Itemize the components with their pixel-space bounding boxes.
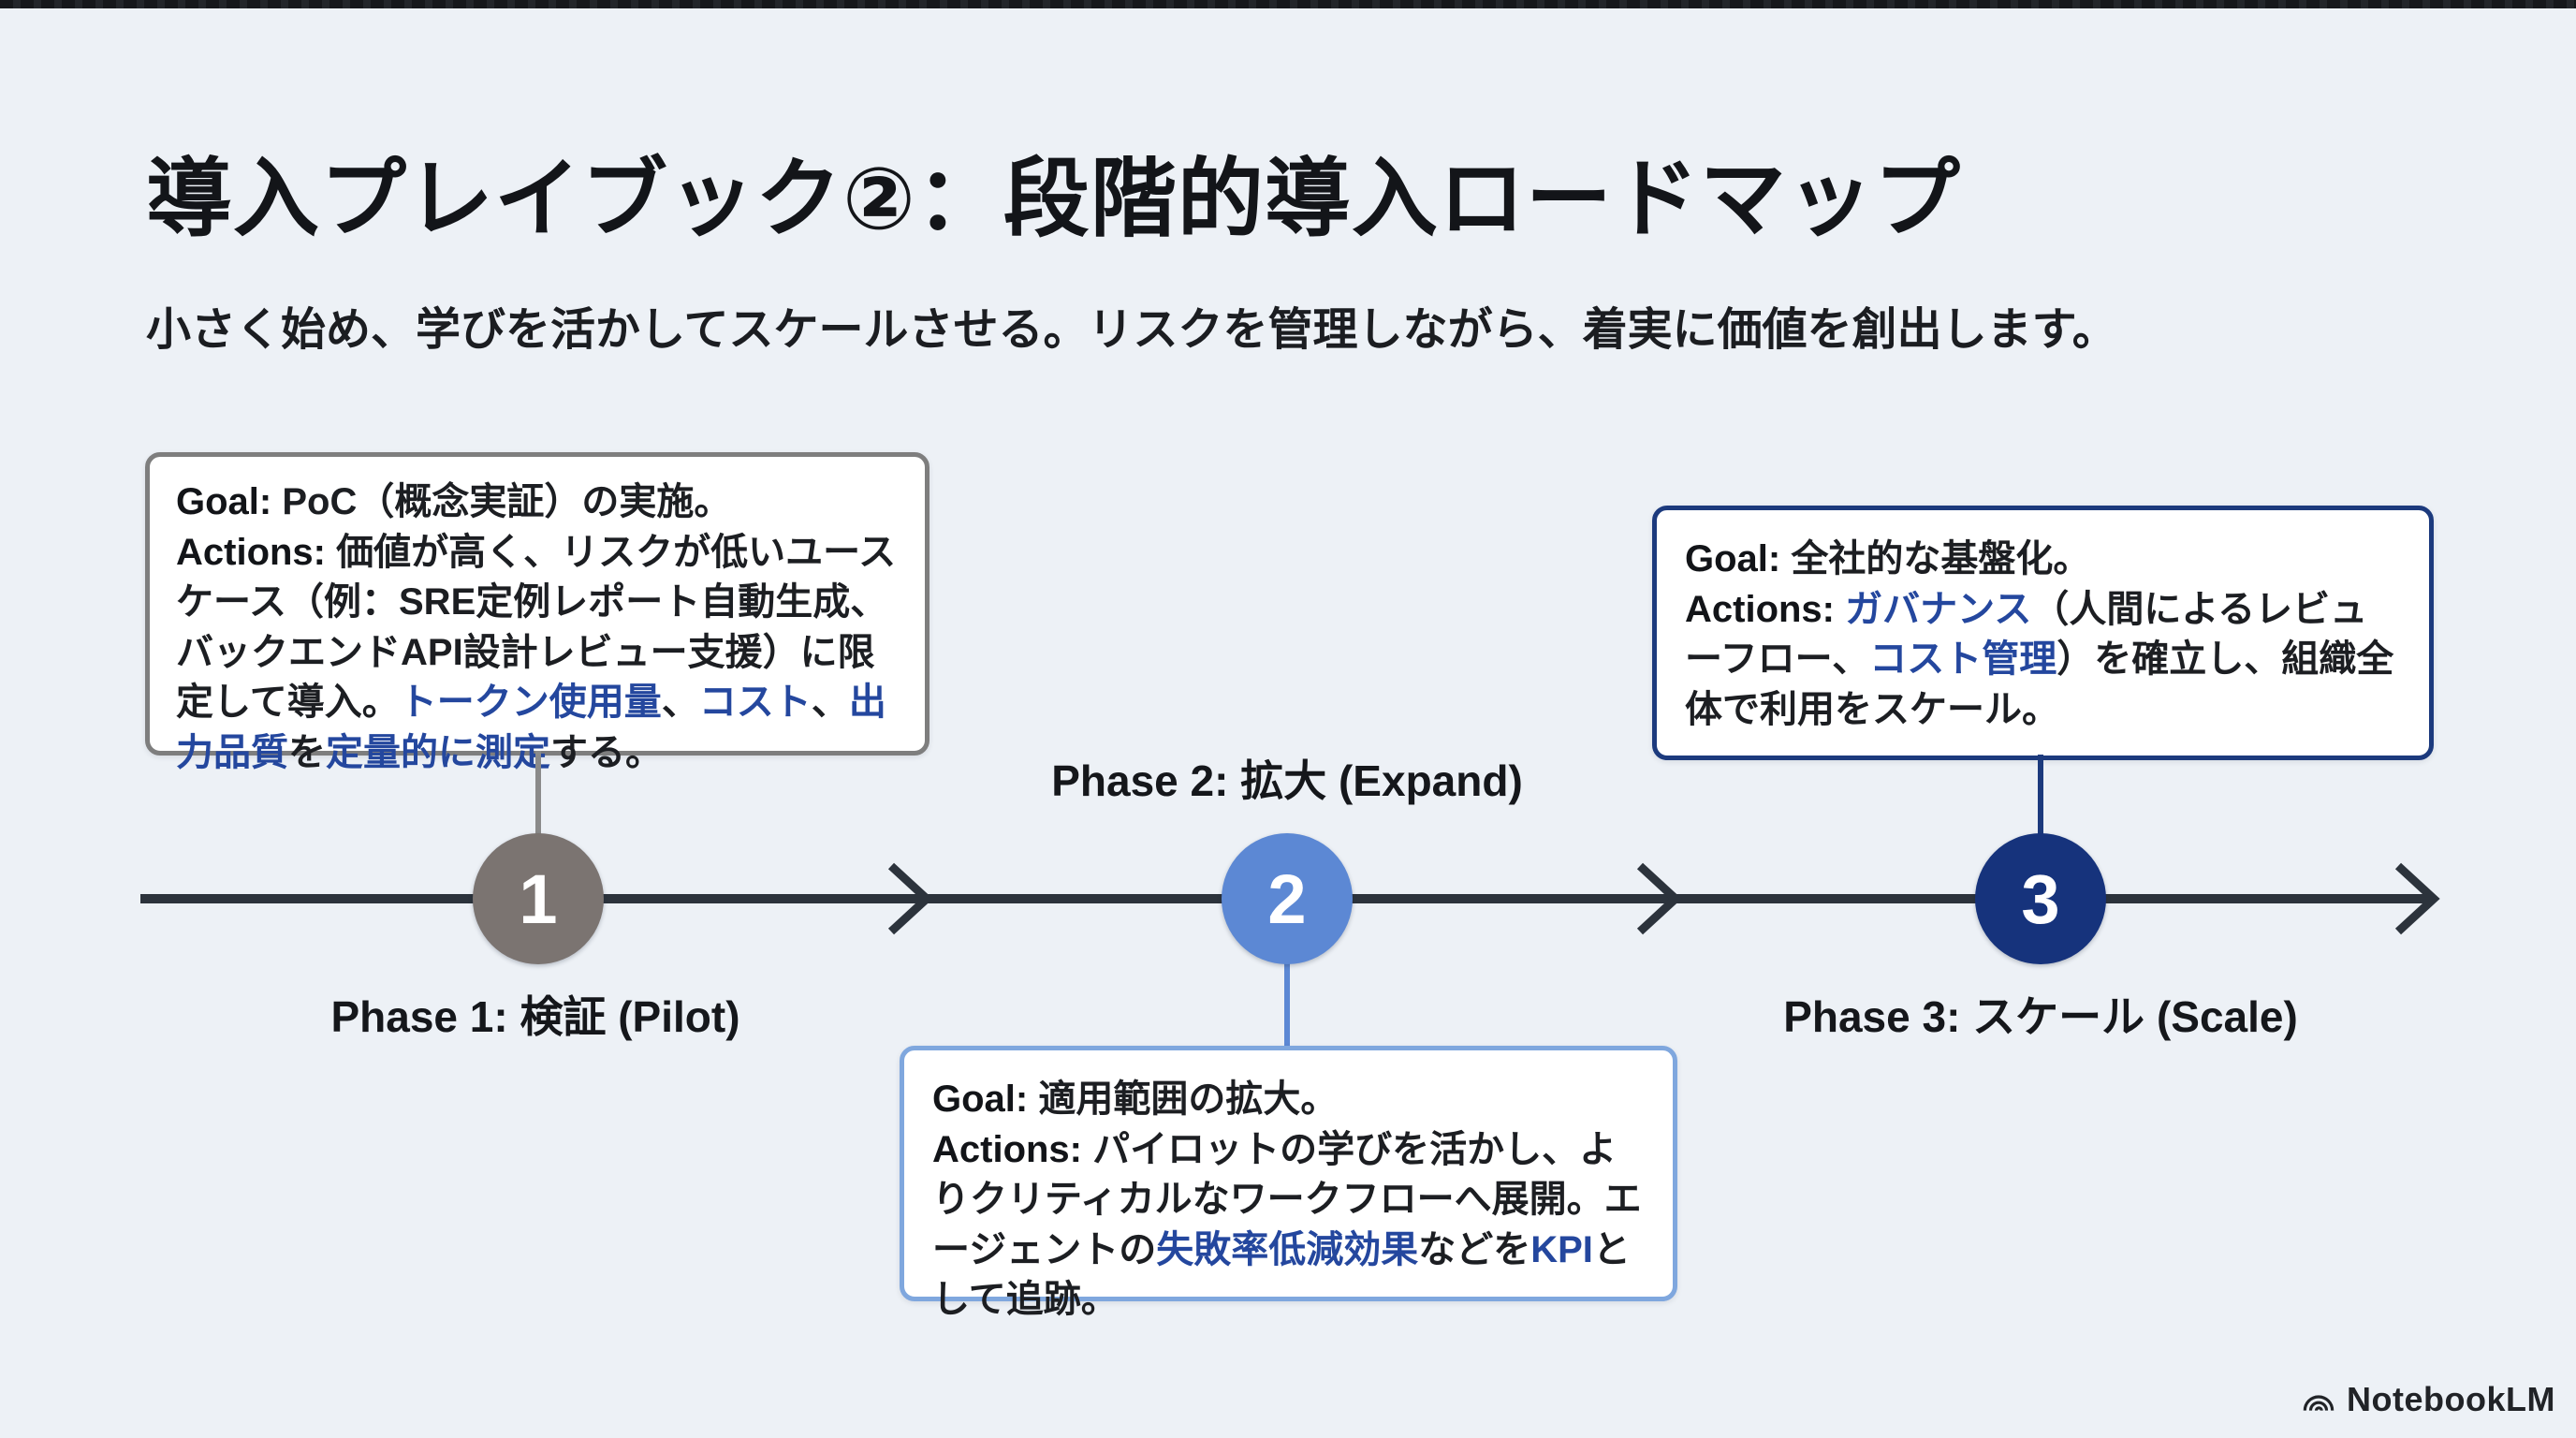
phase3-label: Phase 3: スケール (Scale): [1783, 992, 2298, 1041]
text-segment: [1835, 589, 1845, 630]
text-segment: （人間によるレビューフロー、: [1685, 588, 2368, 681]
phase2-card: Goal: 適用範囲の拡大。 Actions: パイロットの学びを活かし、よりク…: [900, 1046, 1677, 1320]
text-segment: Goal:: [1685, 538, 1781, 580]
text-segment: 全社的な基盤化。: [1791, 538, 2091, 580]
text-segment: Actions:: [932, 1128, 1082, 1170]
text-segment: Actions:: [176, 531, 326, 573]
phase3-card-text: Goal: 全社的な基盤化。 Actions: ガバナンス（人間によるレビューフ…: [1685, 535, 2401, 735]
text-segment: 価値が高く、リスクが低いユースケース（例：SRE定例レポート自動生成、バックエン…: [176, 531, 897, 724]
phase2-label: Phase 2: 拡大 (Expand): [1051, 756, 1523, 805]
text-segment: コスト管理: [1869, 638, 2057, 681]
video-frame-top-edge: [0, 0, 2576, 8]
phase2-number: 2: [1267, 859, 1307, 938]
text-segment: 定量的に測定: [326, 731, 550, 773]
timeline-chevron-1: [887, 862, 933, 935]
phase1-card: Goal: PoC（概念実証）の実施。 Actions: 価値が高く、リスクが低…: [145, 452, 929, 773]
phase1-circle: 1: [473, 833, 604, 964]
text-segment: 、: [811, 682, 849, 724]
text-segment: Goal:: [932, 1078, 1029, 1120]
text-segment: Actions:: [1685, 588, 1835, 630]
text-segment: PoC（概念実証）の実施。: [282, 481, 732, 522]
text-segment: コスト: [698, 682, 812, 724]
phase1-connector-line: [535, 751, 541, 841]
timeline-chevron-2: [1636, 862, 1682, 935]
text-segment: ガバナンス: [1845, 588, 2032, 630]
text-segment: KPI: [1530, 1228, 1593, 1270]
phase1-number: 1: [519, 859, 558, 938]
text-segment: ）を確立し、組織全体で利用をスケール。: [1685, 638, 2394, 730]
phase3-connector-line: [2038, 755, 2043, 841]
phase3-number: 3: [2021, 859, 2060, 938]
brand-badge: NotebookLM: [2300, 1380, 2555, 1419]
page-title: 導入プレイブック②：段階的導入ロードマップ: [146, 152, 1961, 247]
phase1-card-text: Goal: PoC（概念実証）の実施。 Actions: 価値が高く、リスクが低…: [176, 477, 899, 779]
text-segment: パイロットの学びを活かし、よりクリティカルなワークフローへ展開。エージェントの: [932, 1128, 1642, 1270]
text-segment: などを: [1418, 1228, 1531, 1270]
timeline-arrowhead-icon: [2394, 862, 2440, 935]
page-subtitle: 小さく始め、学びを活かしてスケールさせる。リスクを管理しながら、着実に価値を創出…: [146, 305, 2117, 355]
text-segment: する。: [550, 731, 663, 773]
text-segment: 適用範囲の拡大。: [1038, 1078, 1339, 1120]
brand-name: NotebookLM: [2347, 1380, 2555, 1418]
text-segment: Goal:: [176, 481, 272, 522]
text-segment: 失敗率低減効果: [1156, 1228, 1419, 1270]
phase2-circle: 2: [1222, 833, 1353, 964]
text-segment: トークン使用量: [399, 682, 662, 724]
phase3-circle: 3: [1975, 833, 2106, 964]
text-segment: 出力品質: [176, 682, 886, 773]
text-segment: を: [288, 731, 326, 773]
text-segment: として追跡。: [932, 1228, 1631, 1321]
notebooklm-logo-icon: [2303, 1395, 2334, 1412]
phase2-connector-line: [1284, 959, 1290, 1049]
phase3-card: Goal: 全社的な基盤化。 Actions: ガバナンス（人間によるレビューフ…: [1652, 506, 2434, 760]
phase1-label: Phase 1: 検証 (Pilot): [330, 992, 740, 1041]
text-segment: 、: [661, 682, 699, 724]
phase2-card-text: Goal: 適用範囲の拡大。 Actions: パイロットの学びを活かし、よりク…: [932, 1075, 1645, 1326]
